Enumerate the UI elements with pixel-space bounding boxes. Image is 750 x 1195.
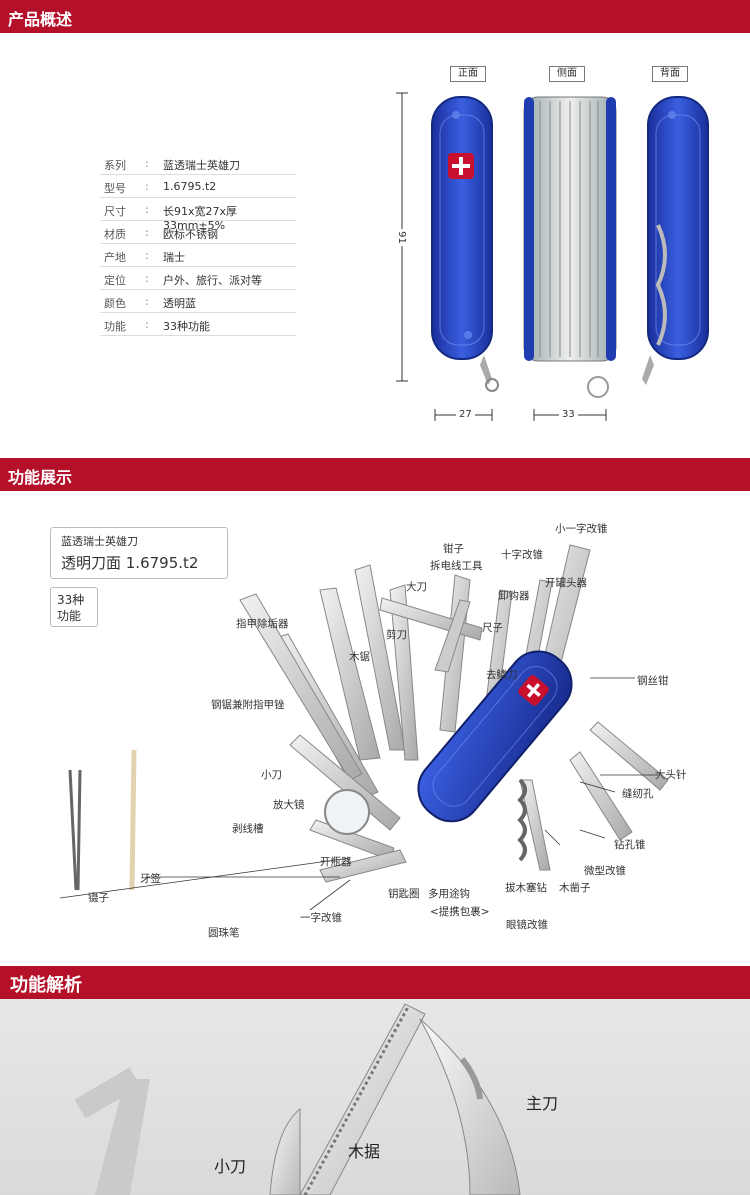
- spec-value: 33种功能: [163, 320, 210, 333]
- spec-key: 型号: [104, 182, 126, 195]
- height-dimension: 91: [395, 229, 407, 246]
- callout: 多用途钩: [428, 888, 470, 900]
- spec-value: 长91x宽27x厚33mm±5%: [163, 205, 238, 232]
- exploded-knife-image: [60, 544, 669, 911]
- spec-value: 欧标不锈钢: [163, 228, 218, 241]
- spec-row: 颜色:透明蓝: [100, 290, 296, 313]
- function-count-box: 33种 功能: [50, 587, 98, 627]
- section-header-analysis: 功能解析: [0, 966, 750, 999]
- analysis-knife-image: [74, 1003, 521, 1195]
- spec-row: 定位:户外、旅行、派对等: [100, 267, 296, 290]
- side-width-dimension: 33: [559, 409, 578, 420]
- view-label-front: 正面: [450, 66, 486, 82]
- analysis-label-small-knife: 小刀: [214, 1157, 247, 1176]
- callout: 拆电线工具: [430, 560, 483, 572]
- section-header-overview: 产品概述: [0, 0, 750, 33]
- callout: 木凿子: [559, 882, 591, 894]
- section-title: 功能展示: [8, 468, 73, 487]
- callout: 镊子: [88, 892, 109, 904]
- spec-value: 透明蓝: [163, 297, 196, 310]
- analysis-label-main-blade: 主刀: [526, 1094, 559, 1113]
- callout: 牙签: [140, 873, 161, 885]
- callout: 微型改锥: [584, 865, 626, 877]
- callout: 眼镜改锥: [506, 919, 548, 931]
- callout: 一字改锥: [300, 912, 342, 924]
- front-width-dimension: 27: [456, 409, 475, 420]
- callout: 卸钩器: [498, 590, 530, 602]
- callout: 钢锯兼附指甲锉: [211, 699, 285, 711]
- spec-row: 系列:蓝透瑞士英雄刀: [100, 152, 296, 175]
- spec-key: 功能: [104, 320, 126, 333]
- spec-key: 产地: [104, 251, 126, 264]
- spec-value: 1.6795.t2: [163, 180, 217, 193]
- spec-row: 尺寸:长91x宽27x厚33mm±5%: [100, 198, 296, 232]
- function-count: 33种: [57, 593, 85, 607]
- section-title: 功能解析: [10, 975, 82, 996]
- callout: 十字改锥: [501, 549, 543, 561]
- product-model: 透明刀面 1.6795.t2: [61, 554, 199, 572]
- callout: 大头针: [655, 769, 687, 781]
- callout: 钥匙圈: [388, 888, 420, 900]
- spec-key: 尺寸: [104, 205, 126, 218]
- section-header-showcase: 功能展示: [0, 458, 750, 491]
- callout: 钢丝钳: [637, 675, 669, 687]
- callout: 开罐头器: [545, 577, 587, 589]
- callout: 剪刀: [386, 629, 407, 641]
- callout: 小刀: [261, 769, 282, 781]
- callout: 大刀: [406, 581, 427, 593]
- spec-value: 蓝透瑞士英雄刀: [163, 159, 240, 172]
- callout: 小一字改锥: [555, 523, 608, 535]
- spec-key: 颜色: [104, 297, 126, 310]
- analysis-label-wood-saw: 木据: [348, 1142, 381, 1161]
- view-label-side: 侧面: [549, 66, 585, 82]
- callout: 去鳞刀: [486, 669, 518, 681]
- callout: 缝纫孔: [622, 788, 654, 800]
- callout: 开瓶器: [320, 856, 352, 868]
- callout: 圆珠笔: [208, 927, 240, 939]
- callout: <提携包裹>: [430, 906, 490, 918]
- function-count-label: 功能: [57, 609, 82, 623]
- callout: 木锯: [349, 651, 370, 663]
- callout: 放大镜: [273, 799, 305, 811]
- spec-row: 产地:瑞士: [100, 244, 296, 267]
- spec-key: 系列: [104, 159, 126, 172]
- spec-value: 瑞士: [163, 251, 185, 264]
- view-label-back: 背面: [652, 66, 688, 82]
- callout: 剥线槽: [232, 823, 264, 835]
- spec-row: 功能:33种功能: [100, 313, 296, 336]
- callout: 钻孔锥: [614, 839, 646, 851]
- spec-row: 材质:欧标不锈钢: [100, 221, 296, 244]
- spec-key: 材质: [104, 228, 126, 241]
- callout: 指甲除垢器: [236, 618, 289, 630]
- product-name: 蓝透瑞士英雄刀: [61, 535, 138, 548]
- callout: 钳子: [443, 543, 464, 555]
- spec-value: 户外、旅行、派对等: [163, 274, 262, 287]
- callout: 拔木塞钻: [505, 882, 547, 894]
- spec-key: 定位: [104, 274, 126, 287]
- callout: 尺子: [482, 622, 503, 634]
- section-title: 产品概述: [8, 10, 73, 29]
- product-info-box: 蓝透瑞士英雄刀 透明刀面 1.6795.t2: [50, 527, 228, 579]
- product-views-image: [396, 92, 709, 421]
- spec-row: 型号:1.6795.t2: [100, 175, 296, 198]
